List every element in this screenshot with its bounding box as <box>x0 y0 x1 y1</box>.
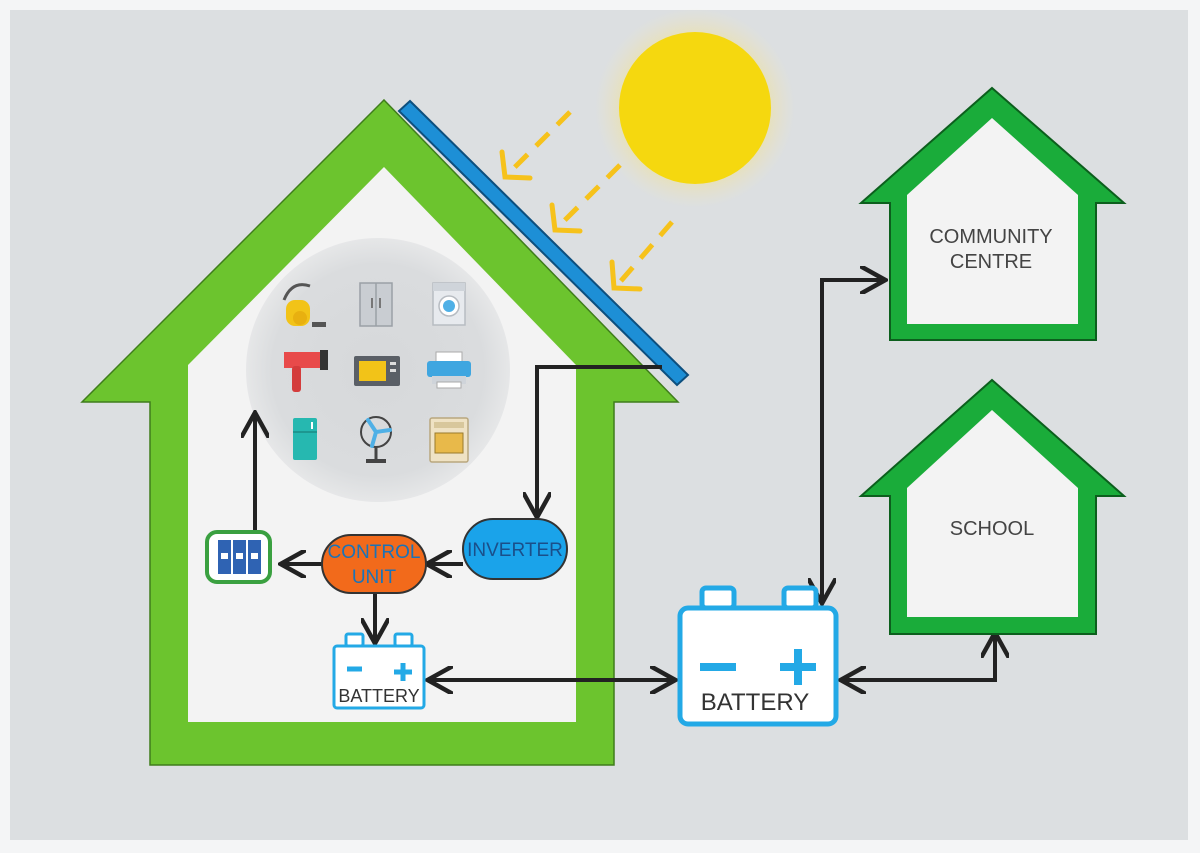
small-battery-label: BATTERY <box>338 686 419 706</box>
oven-icon <box>429 417 469 463</box>
school-house <box>858 378 1127 635</box>
fan-icon <box>360 416 392 463</box>
control-unit-label-line2: UNIT <box>352 567 397 588</box>
control-unit-label-line1: CONTROL <box>328 542 421 563</box>
inverter-label: INVERTER <box>467 540 563 561</box>
fridge-icon <box>359 282 393 327</box>
sun-icon <box>595 8 795 208</box>
inverter <box>462 518 568 580</box>
control-unit <box>321 534 427 594</box>
vacuum-cleaner-icon <box>282 283 326 327</box>
hair-dryer-icon <box>284 350 328 392</box>
large-battery-label: BATTERY <box>701 689 809 716</box>
community-centre-label-line2: CENTRE <box>950 251 1032 273</box>
sun-rays <box>508 110 674 284</box>
community-centre-label-line1: COMMUNITY <box>929 226 1052 248</box>
sun-ray-arrowheads <box>499 149 643 292</box>
community-centre-house <box>858 86 1127 341</box>
washing-machine-icon <box>432 282 466 326</box>
house-arrows <box>255 280 995 680</box>
microwave-icon <box>354 356 400 386</box>
fuse-box-icon <box>205 530 272 584</box>
printer-icon <box>427 351 471 389</box>
large-battery-icon <box>677 585 839 727</box>
school-label: SCHOOL <box>950 518 1034 540</box>
solar-panel <box>397 99 690 387</box>
small-battery-icon <box>332 632 426 710</box>
mini-fridge-icon <box>293 418 317 460</box>
